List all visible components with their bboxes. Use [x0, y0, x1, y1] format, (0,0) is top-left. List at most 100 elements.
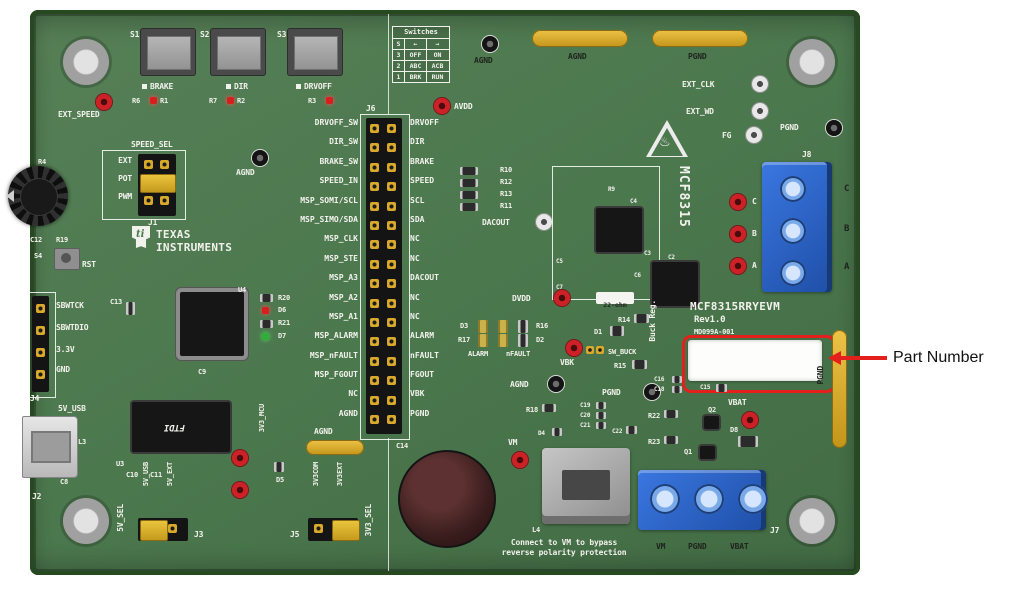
vm-label: VM	[508, 438, 518, 447]
ref-q1: Q1	[684, 448, 693, 456]
j6-pin-pad	[387, 201, 396, 211]
ref-d4: D4	[538, 430, 545, 437]
ti-bug-text: ti	[136, 229, 145, 240]
j6-pin-label-left: MSP_A1	[329, 311, 358, 321]
j6-pin-pad	[370, 182, 379, 192]
switch-table-cell: 3	[393, 50, 405, 60]
slide-switch-brake	[140, 28, 196, 76]
switch-table-cell: ←	[405, 39, 427, 49]
switch-table-cell: OFF	[405, 50, 427, 60]
ref-c7: C7	[556, 284, 563, 291]
speed-sel-outline	[102, 150, 186, 220]
ref-d8: D8	[730, 426, 739, 434]
agnd-pad	[306, 440, 364, 455]
bulk-cap-component	[652, 262, 698, 306]
switch-table-cell: 2	[393, 61, 405, 71]
3v3-sel-label: 3V3_SEL	[364, 504, 373, 537]
vbat-testpoint	[742, 412, 758, 428]
part-number-label: Part Number	[893, 349, 984, 366]
switch-table-cell: ON	[433, 51, 442, 59]
ref-d3: D3	[460, 322, 469, 330]
ref-j1: J1	[148, 218, 158, 227]
j8-pin-b: B	[844, 224, 850, 234]
agnd-label: AGND	[236, 168, 255, 177]
sbwtck-label: SBWTCK	[56, 301, 84, 310]
brake-label: BRAKE	[142, 82, 173, 92]
component	[634, 314, 649, 323]
j8-terminal-hole	[780, 176, 806, 202]
j6-pin-label-right: DRVOFF	[410, 118, 439, 127]
j6-pin-label-right: NC	[410, 292, 420, 302]
ref-q2: Q2	[708, 406, 717, 414]
ref-r15: R15	[614, 362, 627, 370]
j6-pin-pad	[370, 395, 379, 405]
switch-table-cell: RUN	[431, 73, 444, 81]
ref-c4: C4	[630, 198, 637, 205]
j1-pin	[144, 196, 153, 205]
pcb-board: S1 S2 S3 BRAKE DIR DRVOFF R6 R1 R7 R2 R3…	[6, 10, 860, 575]
usb-slot	[31, 431, 71, 463]
ref-j3: J3	[194, 530, 204, 539]
j6-connector	[366, 118, 402, 434]
vbk-testpoint	[566, 340, 582, 356]
warning-triangle-inner	[651, 128, 683, 156]
vbat-label: VBAT	[728, 398, 747, 407]
ref-r2: R2	[237, 97, 246, 105]
ref-r1: R1	[160, 97, 169, 105]
ref-s3: S3	[277, 30, 287, 39]
j7-terminal-hole	[694, 484, 724, 514]
5v-sel-label: 5V_SEL	[116, 504, 125, 532]
component	[596, 412, 606, 419]
j1-ext-label: EXT	[118, 156, 132, 165]
msp430-mcu-chip	[180, 292, 244, 356]
sw-buck-pad	[596, 346, 604, 354]
buck-reg-label: Buck Reg.	[648, 300, 657, 342]
component	[498, 320, 508, 333]
j6-pin-pad	[387, 221, 396, 230]
pot-marker	[6, 190, 14, 202]
avdd-testpoint	[434, 98, 450, 114]
j6-pin-label-left: MSP_nFAULT	[309, 350, 358, 360]
reset-button	[54, 248, 80, 270]
sbwtdio-label: SBWTDIO	[56, 323, 89, 332]
ref-r17: R17	[458, 336, 471, 344]
ref-j7: J7	[770, 526, 780, 535]
arrow-line	[839, 356, 887, 360]
j6-pin-pad	[370, 124, 379, 133]
ref-c15: C15	[700, 384, 711, 391]
ext-wd-label: EXT_WD	[686, 107, 714, 116]
component	[542, 404, 556, 412]
j6-pin-pad	[387, 395, 396, 405]
ref-r16: R16	[536, 322, 549, 330]
ref-r3: R3	[308, 97, 317, 105]
component	[274, 462, 284, 472]
ref-r7: R7	[209, 97, 218, 105]
j6-pin-pad	[387, 143, 396, 153]
inductor-core	[562, 470, 610, 500]
agnd-oval-label: AGND	[314, 427, 333, 436]
pgnd-label: PGND	[688, 52, 707, 61]
potentiometer	[6, 166, 68, 226]
evm-rev: Rev1.0	[694, 315, 726, 325]
ref-j4: J4	[30, 394, 40, 403]
j6-pin-pad	[387, 356, 396, 366]
heat-glyph: ♨	[659, 135, 671, 150]
nfault-label: nFAULT	[506, 350, 531, 358]
j1-pot-label: POT	[118, 174, 132, 183]
j6-pin-label-left: MSP_STE	[324, 253, 358, 263]
vm-testpoint	[512, 452, 528, 468]
ref-c8: C8	[60, 478, 69, 486]
component	[460, 191, 478, 199]
ref-j5: J5	[290, 530, 300, 539]
j1-jumper-shunt	[140, 174, 176, 193]
j5-3v3com-label: 3V3COM	[312, 462, 320, 487]
ref-c20: C20	[580, 412, 591, 419]
j1-pin	[144, 160, 153, 169]
j4-outline	[28, 292, 56, 398]
j6-pin-label-left: DIR_SW	[329, 137, 358, 147]
j1-pin	[160, 196, 169, 205]
component	[664, 436, 678, 444]
bypass-note-line1: Connect to VM to bypass	[510, 538, 618, 547]
component	[460, 167, 478, 175]
dvdd-label: DVDD	[512, 294, 531, 303]
